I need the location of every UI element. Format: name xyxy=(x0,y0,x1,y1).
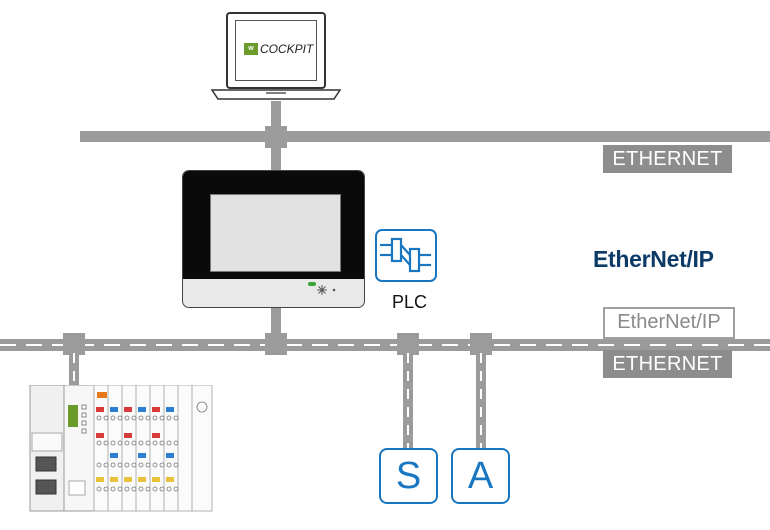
io-drop xyxy=(69,353,79,389)
panel-link-top xyxy=(271,140,281,172)
sun-icon xyxy=(317,285,336,295)
plc-icon xyxy=(375,229,437,282)
sensor-drop xyxy=(403,353,413,448)
ethernet-tag-top: ETHERNET xyxy=(603,145,732,173)
actuator-box: A xyxy=(451,448,510,504)
laptop-link xyxy=(271,101,281,133)
bus-node-io xyxy=(63,333,85,355)
ethernet-ip-logo: EtherNet/IP xyxy=(593,246,714,272)
cockpit-label: COCKPIT xyxy=(260,42,314,56)
ethernet-tag-bottom: ETHERNET xyxy=(603,350,732,378)
panel-display xyxy=(210,194,341,272)
ethernet-bus-bottom xyxy=(0,339,770,351)
panel-link-bottom xyxy=(271,308,281,342)
panel-plc xyxy=(182,170,365,308)
laptop-screen: w COCKPIT xyxy=(226,12,326,89)
bus-node-laptop xyxy=(265,126,287,148)
status-led-icon xyxy=(308,282,316,286)
laptop-base xyxy=(210,89,342,100)
ethernet-ip-tag: EtherNet/IP xyxy=(603,307,735,339)
bus-node-panel xyxy=(265,333,287,355)
bus-node-sensor xyxy=(397,333,419,355)
bus-node-actuator xyxy=(470,333,492,355)
actuator-drop xyxy=(476,353,486,448)
sensor-box: S xyxy=(379,448,438,504)
plc-label: PLC xyxy=(392,292,428,312)
cockpit-logo-icon: w xyxy=(244,43,258,55)
io-controller xyxy=(29,385,213,512)
ethernet-bus-top xyxy=(80,131,770,142)
